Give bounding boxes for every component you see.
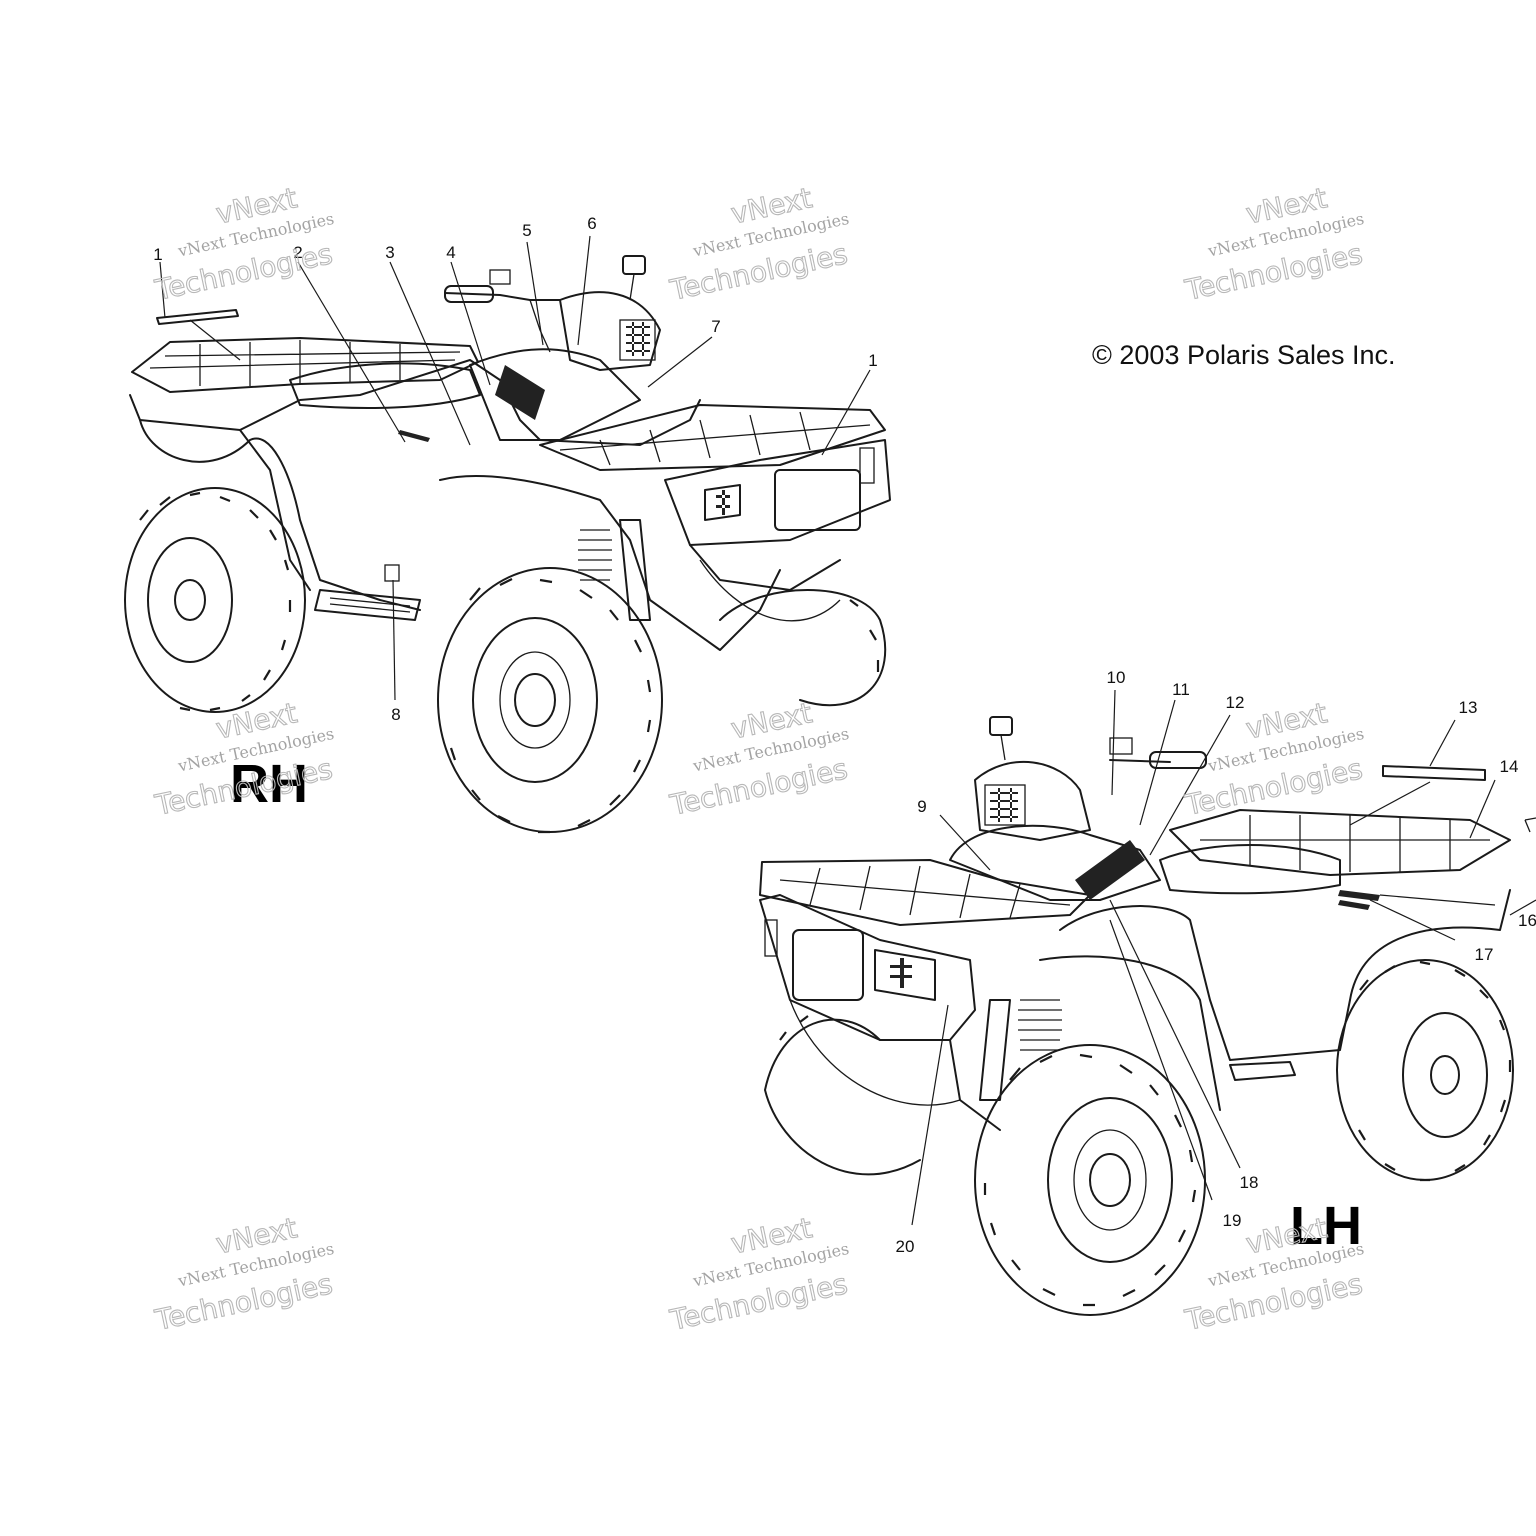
atv-left-hand-view <box>759 716 1536 1316</box>
watermark: Technologies vNext Technologies vNext <box>666 696 851 823</box>
callout-20: 20 <box>896 1237 915 1256</box>
callout-numbers: 1 2 3 4 5 6 7 1 8 9 10 11 12 13 14 16 17… <box>153 214 1536 1256</box>
watermark: Technologies vNext Technologies vNext <box>151 1211 336 1338</box>
callout-13: 13 <box>1459 698 1478 717</box>
watermark: Technologies vNext Technologies vNext <box>1181 181 1366 308</box>
watermark: Technologies vNext Technologies vNext <box>666 1211 851 1338</box>
callout-12: 12 <box>1226 693 1245 712</box>
callout-1-front-rh: 1 <box>868 351 877 370</box>
callout-5: 5 <box>522 221 531 240</box>
callout-11: 11 <box>1172 680 1190 699</box>
callout-2: 2 <box>293 243 302 262</box>
callout-6: 6 <box>587 214 596 233</box>
callout-19: 19 <box>1223 1211 1242 1230</box>
lh-leader-lines <box>911 689 1536 1226</box>
callout-8: 8 <box>391 705 400 724</box>
view-label-rh: RH <box>230 754 308 814</box>
view-label-lh: LH <box>1290 1196 1362 1256</box>
copyright-notice: © 2003 Polaris Sales Inc. <box>1092 340 1396 370</box>
callout-9: 9 <box>917 797 926 816</box>
watermark: Technologies vNext Technologies vNext <box>1181 696 1366 823</box>
callout-1-rear-rh: 1 <box>153 245 162 264</box>
rh-leader-lines <box>159 235 871 701</box>
callout-14: 14 <box>1500 757 1519 776</box>
callout-10: 10 <box>1107 668 1126 687</box>
watermark: Technologies vNext Technologies vNext <box>151 696 336 823</box>
callout-16: 16 <box>1518 911 1536 930</box>
callout-4: 4 <box>446 243 455 262</box>
callout-3: 3 <box>385 243 394 262</box>
callout-7: 7 <box>711 317 720 336</box>
atv-right-hand-view <box>124 255 891 834</box>
callout-18: 18 <box>1240 1173 1259 1192</box>
callout-17: 17 <box>1475 945 1494 964</box>
watermark: Technologies vNext Technologies vNext <box>666 181 851 308</box>
